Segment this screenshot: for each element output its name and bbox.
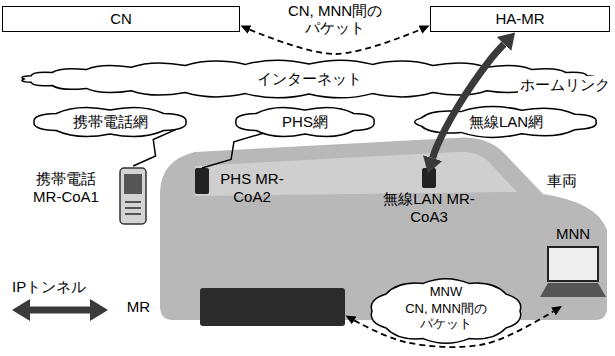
node-label: 携帯電話 MR-CoA1 [24, 170, 108, 206]
host-box: HA-MR [430, 6, 610, 32]
ip-tunnel [433, 44, 504, 158]
laptop-screen [548, 247, 598, 281]
wlan-terminal: 無線LAN MR-CoA3 [377, 168, 481, 228]
mobile-router: MR [200, 288, 345, 326]
phs-terminal: PHS MR-CoA2 [193, 168, 293, 222]
arrow-head [12, 299, 30, 321]
cloud-outline [236, 107, 374, 136]
node-label: HA-MR [495, 10, 544, 28]
node-label: PHS網 [282, 113, 328, 131]
legend-text: IPトンネル [12, 278, 86, 296]
mobile-router-outline [200, 288, 345, 326]
node-label: MR [120, 298, 150, 316]
wlan-device [422, 168, 436, 188]
network-cloud: PHS網 [230, 104, 380, 140]
node-label: MNN [538, 225, 608, 243]
node-label: CN [110, 10, 132, 28]
router-device [200, 288, 345, 326]
arrow-head [90, 299, 108, 321]
node-label: インターネット [257, 70, 362, 88]
cloud-outline [22, 60, 596, 98]
phone-keys [125, 201, 141, 203]
phone-keys [125, 213, 141, 215]
node-label: 携帯電話網 [73, 113, 148, 131]
phone-body [120, 168, 146, 224]
node-label: PHS MR-CoA2 [211, 170, 293, 206]
laptop-base [540, 283, 606, 297]
wireless-link [202, 133, 263, 168]
cloud-outline [34, 107, 186, 136]
node-label: MNW [366, 284, 526, 299]
phone-screen [124, 174, 142, 194]
node-label: 無線LAN MR-CoA3 [377, 190, 481, 226]
mobile-phone: 携帯電話 MR-CoA1 [24, 166, 154, 228]
phone-keys [125, 207, 141, 209]
node-label: 車両 [547, 172, 581, 190]
edge-label: CN, MNN間の パケット [273, 2, 397, 36]
node-label: 無線LAN網 [469, 113, 543, 131]
wireless-link [133, 130, 175, 166]
phs-device [195, 168, 209, 194]
laptop-node: MNN [538, 225, 608, 307]
host-box: CN [2, 6, 240, 32]
edge-label: CN, MNN間の パケット [398, 301, 494, 331]
network-cloud: インターネット [18, 58, 600, 100]
vehicle: PHS MR-CoA2 無線LAN MR-CoA3MR MNW MNN 車両 [155, 130, 610, 325]
network-cloud: 携帯電話網 [28, 104, 192, 140]
tunnel-legend-arrow [28, 307, 92, 314]
link-label: ホームリンク [518, 76, 612, 94]
